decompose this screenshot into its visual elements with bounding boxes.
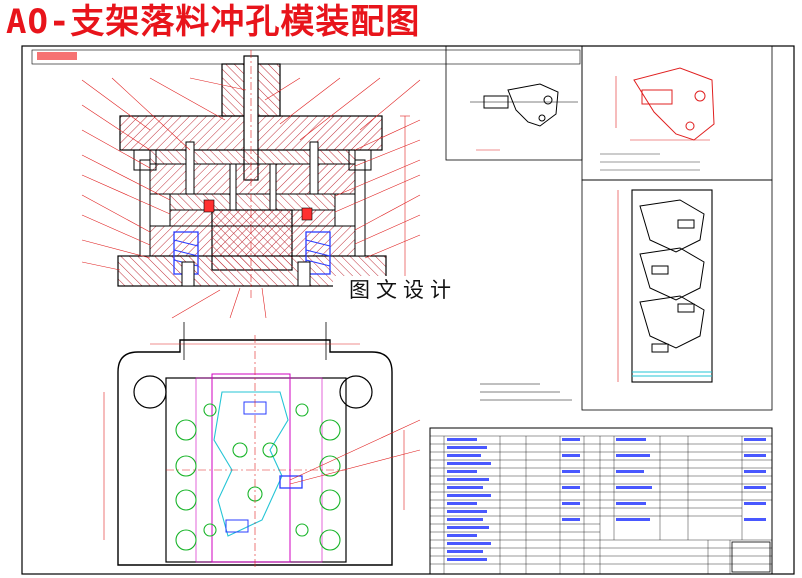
- elastic-right: [305, 231, 331, 275]
- technical-notes: [480, 383, 572, 401]
- bill-of-materials: [429, 427, 773, 575]
- leader-lines-left: [81, 77, 247, 271]
- drawing-number-stamp: [37, 52, 77, 60]
- bottom-bolt-left: [181, 261, 195, 287]
- punch-fixing-plate: [149, 163, 356, 195]
- part-sketch: [470, 83, 578, 151]
- plan-view-lower-die: [103, 322, 421, 568]
- guide-hole-top-right: [339, 375, 373, 409]
- pin-red-left: [203, 199, 215, 213]
- screw-holes-green: [175, 403, 341, 551]
- guide-pillar-left: [139, 159, 151, 257]
- leader-bottom-a: [171, 289, 221, 319]
- guide-bush-left: [133, 149, 157, 171]
- drawing-number-box: [31, 49, 581, 65]
- guide-hole-top-left: [133, 375, 167, 409]
- guide-pillar-right: [354, 159, 366, 257]
- part-sketch-panel: [445, 45, 583, 161]
- leader-bottom-b: [229, 287, 241, 319]
- screw-1: [185, 141, 195, 195]
- bom-text-marks: [447, 438, 766, 561]
- slot-punch-3: [225, 519, 249, 533]
- part-drawing-panel: [581, 45, 773, 181]
- strip-layout-panel: [581, 179, 773, 411]
- pin-red-right: [301, 207, 313, 221]
- punch-a: [229, 163, 237, 211]
- leader-plan-b: [289, 449, 421, 485]
- leader-lines-right: [264, 77, 421, 259]
- leader-bottom-c: [261, 287, 267, 319]
- part-drawing: [600, 67, 715, 171]
- front-section-view: [81, 50, 421, 319]
- bottom-bolt-right: [297, 261, 311, 287]
- sheet-outer-border: [21, 45, 795, 575]
- punch-b: [269, 163, 277, 211]
- screw-2: [309, 141, 319, 195]
- slot-punch-2: [279, 475, 303, 489]
- guide-bush-right: [348, 149, 372, 171]
- leader-plan-a: [289, 419, 421, 481]
- strip-layout-drawing: [617, 189, 713, 383]
- backing-plate: [149, 149, 356, 165]
- cutting-contour: [213, 391, 289, 537]
- blanking-die: [169, 193, 336, 211]
- watermark-text: 图文设计: [333, 276, 473, 304]
- drawing-title: AO-支架落料冲孔模装配图: [6, 2, 421, 42]
- lower-die-base-outline: [117, 339, 393, 566]
- title-block-name-cell: [731, 541, 771, 573]
